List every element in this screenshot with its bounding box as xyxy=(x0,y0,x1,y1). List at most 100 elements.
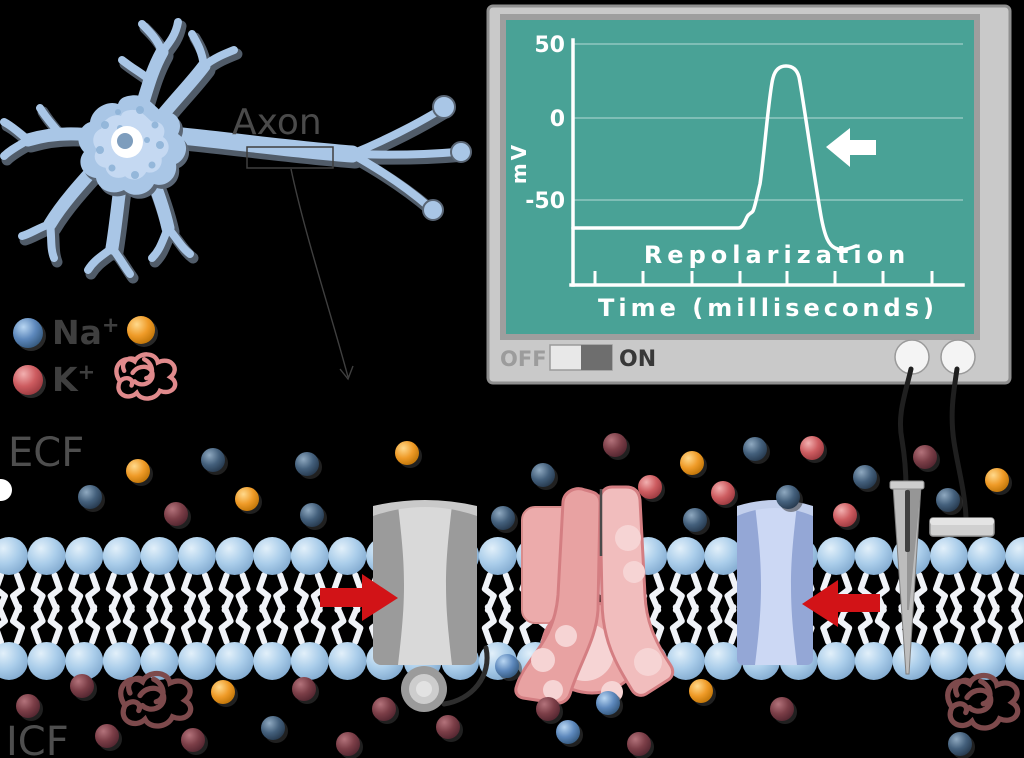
atp-ball xyxy=(401,666,447,712)
ion-blue xyxy=(596,691,620,715)
white-ion-edge xyxy=(0,479,12,501)
lipid-head xyxy=(253,537,292,575)
lipid-head xyxy=(0,537,28,575)
ions-layer xyxy=(16,433,1012,758)
switch-off-label: OFF xyxy=(500,347,547,371)
sodium-potassium-pump xyxy=(373,500,490,712)
ion-navy xyxy=(295,452,319,476)
ion-navy xyxy=(201,448,225,472)
ion-maroon xyxy=(603,433,627,457)
lipid-head xyxy=(65,642,104,680)
x-axis-ticks xyxy=(593,271,934,284)
ion-navy xyxy=(743,437,767,461)
lipid-head xyxy=(854,537,893,575)
ion-navy xyxy=(948,732,972,756)
neuron-illustration xyxy=(0,18,472,284)
lipid-head xyxy=(892,642,931,680)
ion-orange xyxy=(211,680,235,704)
recording-electrode-needle xyxy=(889,480,925,675)
ion-maroon xyxy=(292,677,316,701)
legend-orange-ion xyxy=(127,316,155,344)
ytick-50: 50 xyxy=(534,33,565,58)
repolarization-arrow-icon xyxy=(826,128,876,167)
ion-navy xyxy=(491,506,515,530)
lipid-head xyxy=(178,642,216,680)
y-axis-label: mV xyxy=(507,142,531,184)
ion-orange xyxy=(680,451,704,475)
ion-maroon xyxy=(70,674,94,698)
ion-blue xyxy=(556,720,580,744)
switch-on-label: ON xyxy=(619,347,656,372)
wire-left xyxy=(897,366,914,491)
right-red-arrow-icon xyxy=(802,580,880,627)
ion-blue xyxy=(495,654,519,678)
lipid-head xyxy=(704,537,743,575)
lipid-head xyxy=(102,642,141,680)
ytick-0: 0 xyxy=(550,107,565,132)
ytick-neg50: -50 xyxy=(525,189,565,214)
lipid-head xyxy=(854,642,893,680)
lipid-head xyxy=(967,537,1006,575)
left-red-arrow-icon xyxy=(320,574,398,621)
voltage-gated-channel-pink xyxy=(514,485,675,705)
lipid-head xyxy=(930,642,968,680)
legend-sodium-label: Na+ xyxy=(52,313,120,352)
lipid-head xyxy=(967,642,1006,680)
switch-knob[interactable] xyxy=(581,345,612,370)
ion-navy xyxy=(531,463,555,487)
lipid-head xyxy=(290,537,329,575)
ion-orange xyxy=(985,468,1009,492)
lipid-head xyxy=(666,642,705,680)
lipid-head xyxy=(817,642,856,680)
soma xyxy=(78,95,190,199)
action-potential-trace xyxy=(571,64,858,252)
ion-legend: Na+ K+ xyxy=(13,313,175,399)
ion-navy xyxy=(853,465,877,489)
lipid-head xyxy=(102,537,141,575)
ion-red xyxy=(638,475,662,499)
ion-red xyxy=(833,503,857,527)
ion-maroon xyxy=(336,732,360,756)
oscilloscope: 50 0 -50 mV Repolarization Time (millise… xyxy=(486,4,1012,385)
lipid-head xyxy=(817,537,856,575)
ion-maroon xyxy=(913,445,937,469)
lipid-head xyxy=(215,537,254,575)
power-switch[interactable]: OFF ON xyxy=(500,344,656,372)
nucleolus xyxy=(117,133,133,149)
lipid-head xyxy=(178,537,216,575)
x-axis-label: Time (milliseconds) xyxy=(598,294,938,322)
ion-navy xyxy=(78,485,102,509)
atp-swoosh xyxy=(441,645,490,707)
ion-orange xyxy=(395,441,419,465)
wire-right xyxy=(949,366,969,521)
lipid-head xyxy=(140,642,179,680)
lipid-head xyxy=(1005,642,1024,680)
reference-electrode-plate xyxy=(929,517,995,537)
ion-navy xyxy=(776,485,800,509)
ion-orange xyxy=(689,679,713,703)
oscilloscope-screen xyxy=(506,20,974,334)
lipid-head xyxy=(215,642,254,680)
protein-squiggle xyxy=(121,673,191,726)
potassium-channel-blue xyxy=(737,500,813,665)
lipid-head xyxy=(140,537,179,575)
lipid-head xyxy=(0,642,28,680)
lipid-head xyxy=(27,642,66,680)
lipid-head xyxy=(65,537,104,575)
phase-annotation: Repolarization xyxy=(644,241,910,269)
axon-pointer-arrow xyxy=(290,168,354,381)
ion-orange xyxy=(126,459,150,483)
ion-maroon xyxy=(627,732,651,756)
ecf-label: ECF xyxy=(8,430,84,476)
ap-chart: 50 0 -50 mV Repolarization Time (millise… xyxy=(507,33,965,322)
ion-navy xyxy=(300,503,324,527)
protein-squiggle xyxy=(948,675,1018,728)
lipid-head xyxy=(27,537,66,575)
ion-red xyxy=(800,436,824,460)
lipid-head xyxy=(328,537,367,575)
legend-potassium-ion xyxy=(13,365,43,395)
lipid-head xyxy=(328,642,367,680)
legend-sodium-ion xyxy=(13,318,43,348)
